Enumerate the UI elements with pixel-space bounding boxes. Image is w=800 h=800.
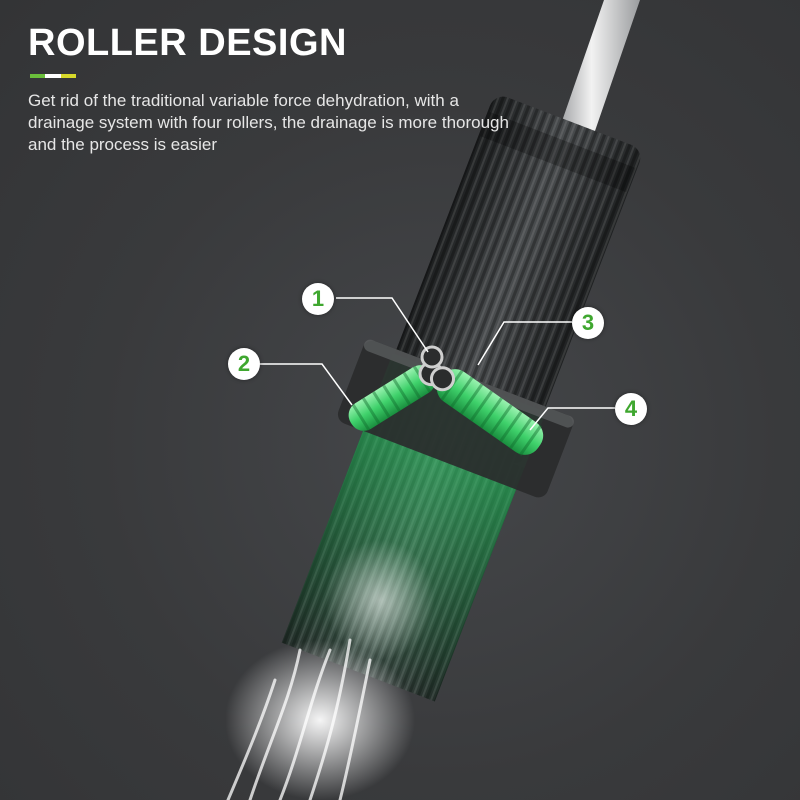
- headline: ROLLER DESIGN: [28, 22, 347, 64]
- callout-3: 3: [572, 307, 604, 339]
- description: Get rid of the traditional variable forc…: [28, 91, 509, 154]
- accent-segment-yellow: [60, 74, 76, 78]
- callout-2: 2: [228, 348, 260, 380]
- callout-4: 4: [615, 393, 647, 425]
- callout-1: 1: [302, 283, 334, 315]
- accent-segment-white: [45, 74, 61, 78]
- accent-segment-green: [30, 74, 46, 78]
- accent-bar: [30, 74, 76, 78]
